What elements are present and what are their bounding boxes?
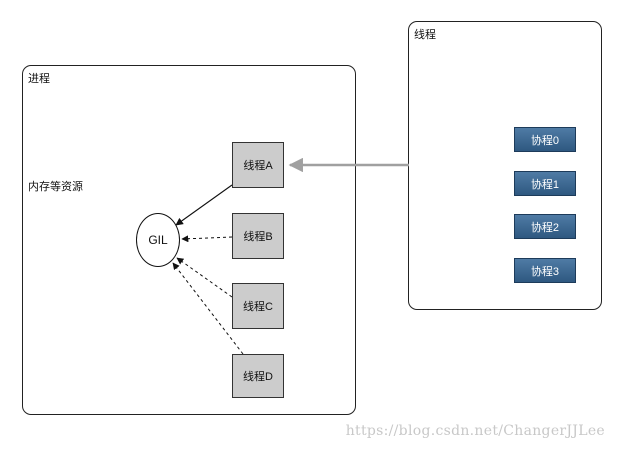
watermark-text: https://blog.csdn.net/ChangerJJLee	[345, 423, 605, 439]
process-label: 进程	[28, 73, 50, 85]
thread-d-label: 线程D	[243, 371, 273, 383]
thread-c-box: 线程C	[232, 283, 284, 329]
coroutine-1-label: 协程1	[530, 178, 560, 191]
thread-container: 线程	[408, 21, 602, 310]
coroutine-2-label: 协程2	[530, 221, 560, 234]
thread-d-box: 线程D	[232, 354, 284, 398]
arrow-threadB-to-gil	[181, 235, 233, 243]
arrow-threadA-to-gil	[175, 184, 233, 226]
thread-group-label: 线程	[414, 29, 436, 41]
memory-resources-label: 内存等资源	[28, 181, 83, 193]
thread-a-box: 线程A	[232, 142, 284, 188]
coroutine-2: 协程2	[514, 214, 576, 239]
arrow-threadC-to-gil	[176, 257, 233, 298]
process-container: 进程	[22, 65, 356, 415]
thread-b-box: 线程B	[232, 213, 284, 259]
coroutine-0-label: 协程0	[530, 134, 560, 147]
thread-a-label: 线程A	[243, 160, 273, 172]
coroutine-0: 协程0	[514, 127, 576, 152]
gil-label: GIL	[148, 233, 168, 247]
coroutine-3: 协程3	[514, 258, 576, 283]
thread-b-label: 线程B	[243, 231, 273, 243]
coroutine-3-label: 协程3	[530, 265, 560, 278]
thread-c-label: 线程C	[243, 301, 273, 313]
gil-node: GIL	[136, 213, 180, 267]
coroutine-1: 协程1	[514, 171, 576, 196]
arrow-threadD-to-gil	[172, 262, 244, 355]
